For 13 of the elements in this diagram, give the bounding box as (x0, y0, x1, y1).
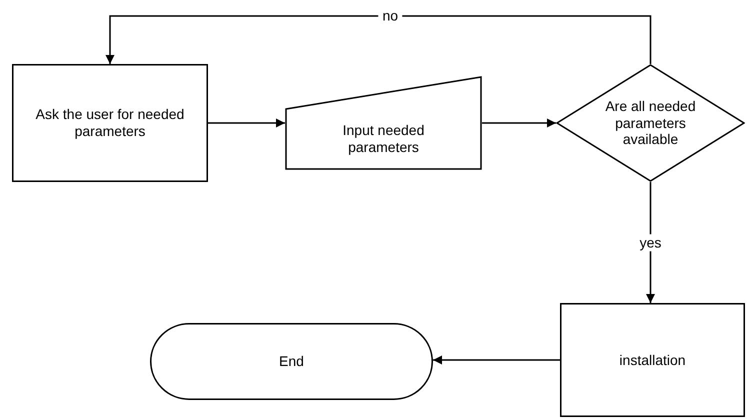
arrow (208, 118, 285, 128)
arrow (433, 356, 560, 364)
node-text: Ask the user for needed parameters (34, 106, 186, 140)
node-text: End (279, 353, 304, 370)
arrow (482, 118, 556, 128)
node-text: Input needed parameters (342, 122, 426, 156)
node-text: Are all needed parameters available (604, 98, 697, 148)
arrow (106, 15, 652, 64)
node-text: installation (619, 352, 686, 368)
manual-input-shape (285, 76, 482, 170)
process-box (12, 64, 208, 182)
decision-diamond (556, 64, 745, 182)
process-box (560, 303, 745, 417)
